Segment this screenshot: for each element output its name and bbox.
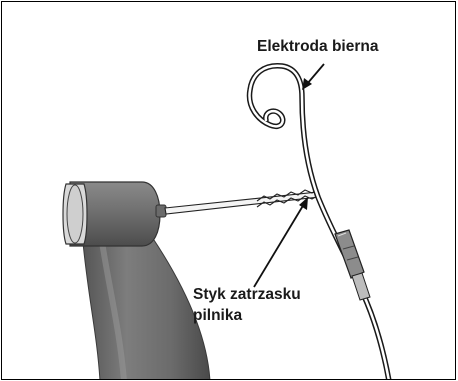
file-instrument-icon: [165, 189, 319, 214]
contact-leader-arrow: [254, 197, 308, 287]
electrode-leader-arrow: [302, 64, 324, 90]
passive-electrode-wire-icon: [250, 66, 389, 380]
file-clip-contact-label-line1: Styk zatrzasku: [193, 285, 301, 305]
file-clip-contact-label-line2: pilnika: [193, 306, 242, 326]
passive-electrode-label: Elektroda bierna: [257, 37, 378, 57]
